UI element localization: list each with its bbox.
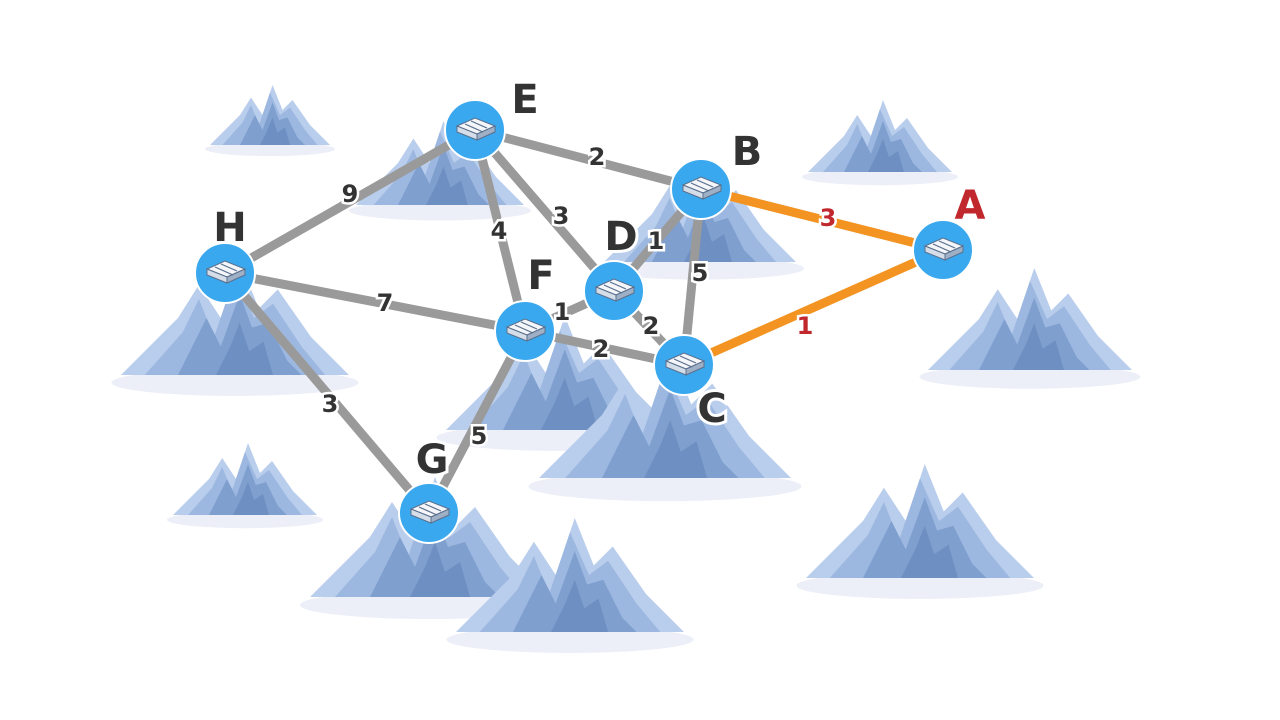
edge-E-H	[220, 125, 480, 278]
node-label-E: E	[511, 77, 538, 123]
node-label-D: D	[604, 214, 637, 260]
edge-weight-B-C: 5	[692, 259, 709, 287]
node-label-A: A	[955, 183, 986, 229]
edge-E-F	[470, 125, 530, 336]
edge-weight-E-H: 9	[342, 180, 359, 208]
edge-A-C	[679, 245, 948, 370]
node-C: C	[653, 334, 730, 435]
edge-E-D	[470, 125, 619, 296]
mountain-decoration	[796, 464, 1044, 599]
edge-weight-E-F: 4	[491, 217, 508, 245]
edge-weight-E-B: 2	[589, 143, 606, 171]
mountain-decoration	[919, 268, 1141, 389]
edge-weight-D-C: 2	[643, 312, 660, 340]
node-F: F	[494, 250, 558, 362]
mountain-decoration	[802, 100, 958, 186]
edge-B-A	[696, 184, 948, 255]
edge-weight-H-G: 3	[322, 390, 339, 418]
edge-weight-A-C: 1	[797, 312, 814, 340]
node-E: E	[444, 74, 542, 161]
edge-F-G	[424, 326, 530, 518]
mountain-decoration	[205, 85, 335, 156]
edge-weight-F-C: 2	[593, 335, 610, 363]
edge-weight-F-G: 5	[471, 422, 488, 450]
node-label-H: H	[213, 205, 246, 251]
node-G: G	[398, 434, 460, 544]
edge-weight-E-D: 3	[553, 202, 570, 230]
edge-weight-F-D: 1	[554, 298, 571, 326]
node-D: D	[583, 211, 645, 322]
node-label-F: F	[527, 253, 554, 299]
edge-weight-B-D: 1	[648, 227, 665, 255]
node-A: A	[912, 180, 989, 281]
edge-H-G	[220, 268, 434, 518]
node-B: B	[670, 126, 765, 220]
node-label-B: B	[732, 129, 763, 175]
edge-E-B	[470, 125, 706, 194]
node-label-C: C	[697, 386, 726, 432]
mountain-decoration	[167, 443, 323, 529]
node-H: H	[194, 202, 256, 304]
node-label-G: G	[416, 437, 449, 483]
edge-weight-H-F: 7	[377, 289, 394, 317]
edge-weight-B-A: 3	[820, 204, 837, 232]
nodes-layer: E B A H D F C G	[194, 74, 989, 544]
edge-H-F	[220, 268, 530, 336]
